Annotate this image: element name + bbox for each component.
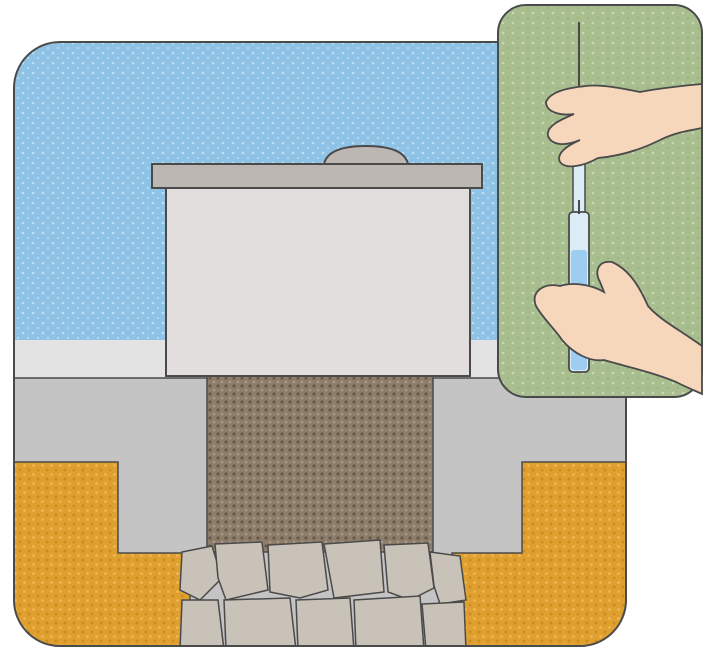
upper-hand: [545, 83, 703, 168]
container-body: [165, 185, 471, 377]
gravel-column: [206, 371, 434, 553]
stone: [223, 597, 297, 646]
container: [151, 144, 483, 377]
stone: [421, 601, 467, 646]
stone: [353, 595, 425, 646]
container-lid: [151, 163, 483, 189]
stone: [179, 545, 223, 601]
lower-hand: [533, 260, 703, 396]
stone: [295, 597, 355, 646]
stone: [267, 541, 329, 599]
soil-right: [451, 461, 626, 646]
stone: [179, 599, 225, 646]
inset-panel: [497, 4, 703, 398]
stone: [323, 539, 385, 599]
stone: [214, 541, 269, 601]
lid-handle: [322, 144, 410, 165]
stone-bed: [179, 539, 467, 646]
stone: [383, 542, 435, 601]
